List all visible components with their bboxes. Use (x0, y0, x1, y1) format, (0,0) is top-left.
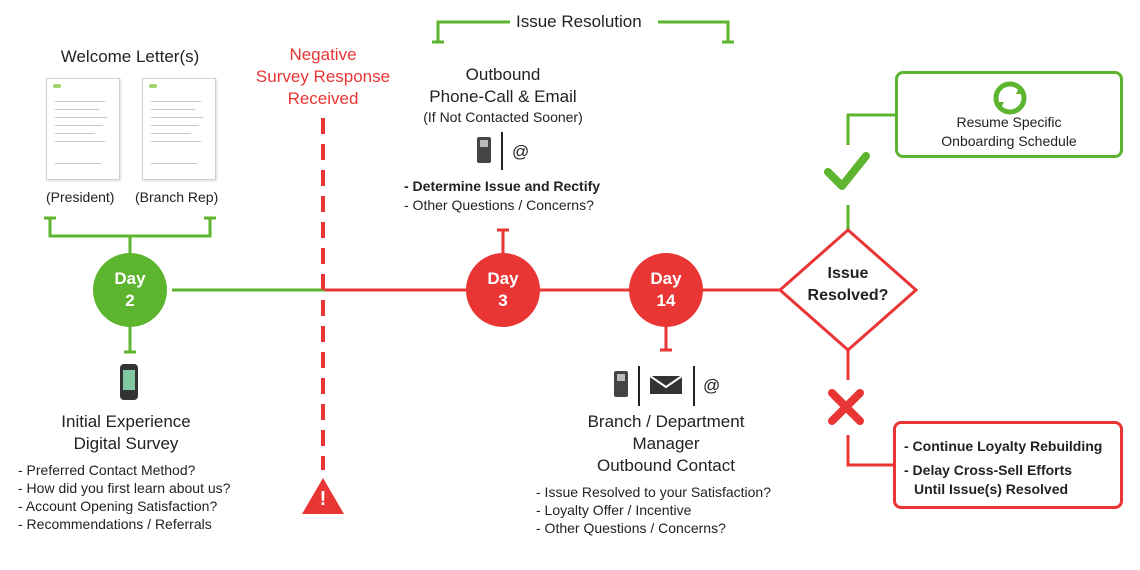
negative-line2: Survey Response (255, 67, 391, 86)
negative-line3: Received (287, 89, 359, 108)
survey-title-line1: Initial Experience (61, 412, 191, 431)
branch-title-line1: Branch / Department (587, 412, 745, 431)
no-line1: - Continue Loyalty Rebuilding (904, 438, 1103, 454)
day-2-word: Day (114, 269, 146, 288)
day-14-circle: Day 14 (629, 253, 703, 327)
survey-title-line2: Digital Survey (73, 434, 179, 453)
outbound-line2: Phone-Call & Email (429, 87, 577, 106)
outbound-bullet-2: - Other Questions / Concerns? (404, 197, 594, 213)
divider (501, 132, 503, 170)
welcome-bracket (48, 218, 212, 238)
branch-bullets: - Issue Resolved to your Satisfaction? -… (536, 483, 771, 537)
issue-resolution-label: Issue Resolution (516, 12, 642, 31)
day-14-word: Day (650, 269, 682, 288)
at-email-icon: @ (703, 376, 721, 395)
x-mark-icon (828, 389, 864, 425)
decision-line1: Issue (827, 265, 869, 282)
warning-exclamation: ! (319, 488, 327, 510)
check-icon (824, 152, 870, 190)
day-3-circle: Day 3 (466, 253, 540, 327)
negative-line1: Negative (289, 45, 357, 64)
caption-branch-rep: (Branch Rep) (135, 189, 219, 205)
list-item: - Loyalty Offer / Incentive (536, 502, 692, 518)
outbound-line3: (If Not Contacted Sooner) (423, 109, 583, 125)
day-2-number: 2 (125, 291, 135, 310)
decision-diamond (777, 227, 919, 353)
day-14-number: 14 (656, 291, 676, 310)
day-3-word: Day (487, 269, 519, 288)
list-item: - Other Questions / Concerns? (536, 520, 726, 536)
day-2-circle: Day 2 (93, 253, 167, 327)
letter-branch-rep-icon (142, 78, 216, 180)
decision-line2: Resolved? (807, 287, 889, 304)
list-item: - Account Opening Satisfaction? (18, 498, 218, 514)
envelope-icon (650, 376, 682, 394)
branch-title-line3: Outbound Contact (597, 456, 735, 475)
outbound-line1: Outbound (465, 65, 541, 84)
cell-phone-icon (477, 137, 491, 163)
no-line2: - Delay Cross-Sell Efforts (904, 462, 1073, 478)
survey-bullets: - Preferred Contact Method? - How did yo… (18, 461, 230, 533)
welcome-title: Welcome Letter(s) (60, 47, 200, 66)
branch-title-line2: Manager (632, 434, 700, 453)
list-item: - Preferred Contact Method? (18, 462, 196, 478)
smartphone-icon (120, 364, 138, 400)
outbound-bullet-1: - Determine Issue and Rectify (404, 178, 601, 194)
resume-onboarding-box: Resume Specific Onboarding Schedule (895, 71, 1123, 158)
refresh-cycle-icon (993, 81, 1027, 115)
resume-line1: Resume Specific (956, 114, 1062, 130)
resume-line2: Onboarding Schedule (941, 133, 1077, 149)
no-line3: Until Issue(s) Resolved (914, 481, 1069, 497)
letter-president-icon (46, 78, 120, 180)
day-3-number: 3 (498, 291, 508, 310)
list-item: - Issue Resolved to your Satisfaction? (536, 484, 772, 500)
loyalty-rebuilding-box: - Continue Loyalty Rebuilding - Delay Cr… (893, 421, 1123, 509)
list-item: - Recommendations / Referrals (18, 516, 212, 532)
caption-president: (President) (46, 189, 115, 205)
list-item: - How did you first learn about us? (18, 480, 231, 496)
at-email-icon: @ (512, 142, 530, 161)
warning-icon (302, 478, 344, 514)
divider (638, 366, 640, 406)
divider (693, 366, 695, 406)
cell-phone-icon (614, 371, 628, 397)
